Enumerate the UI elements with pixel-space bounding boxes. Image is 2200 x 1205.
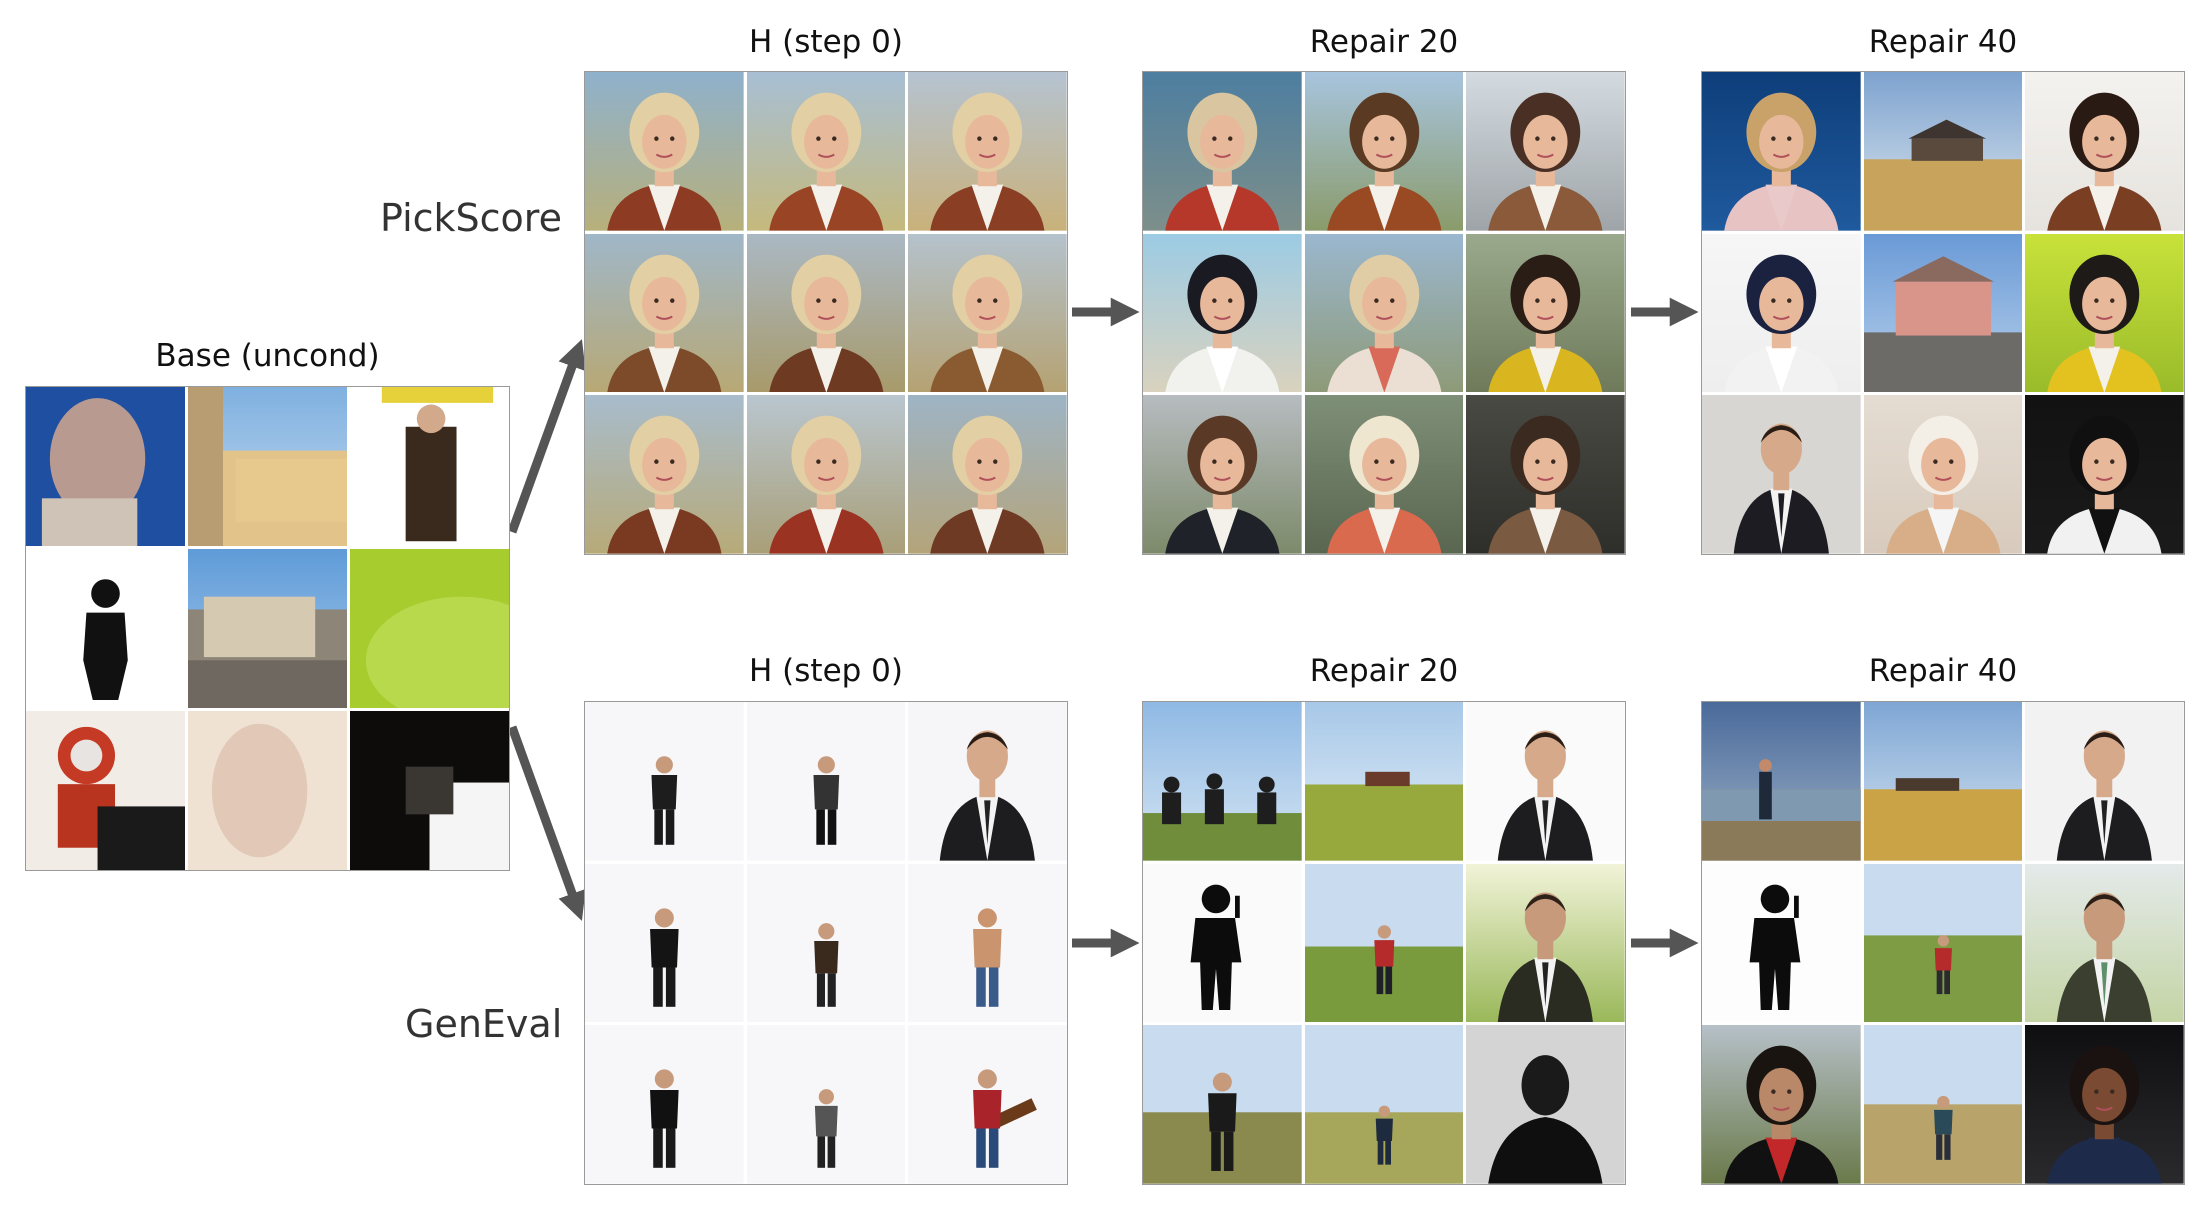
pickscore-h-step0-thumbnail-7 bbox=[585, 395, 744, 554]
base-uncond-thumbnail-7 bbox=[26, 711, 185, 870]
pickscore-h-title: H (step 0) bbox=[749, 24, 903, 60]
pickscore-repair20-thumbnail-2 bbox=[1304, 72, 1464, 231]
base-panel-title: Base (uncond) bbox=[155, 338, 380, 374]
base-uncond-thumbnail-5 bbox=[188, 549, 347, 708]
base-uncond-thumbnail-9 bbox=[350, 711, 509, 870]
pickscore-repair20-thumbnail-4 bbox=[1143, 233, 1302, 393]
pickscore-h-step0-thumbnail-5 bbox=[746, 233, 906, 393]
pickscore-repair40-thumbnail-6 bbox=[2025, 233, 2184, 393]
pickscore-repair40-thumbnail-3 bbox=[2025, 72, 2184, 231]
geneval-repair20-thumbnail-2 bbox=[1304, 702, 1464, 861]
pickscore-repair40-thumbnail-7 bbox=[1702, 395, 1861, 554]
arrow-base-to-geneval bbox=[507, 725, 586, 921]
pickscore-repair20-thumbnail-8 bbox=[1304, 395, 1464, 554]
geneval-repair20-title: Repair 20 bbox=[1309, 653, 1459, 689]
geneval-repair20-thumbnail-9 bbox=[1466, 1025, 1625, 1184]
geneval-h-step0-thumbnail-6 bbox=[908, 863, 1067, 1023]
geneval-repair40-thumbnail-6 bbox=[2025, 863, 2184, 1023]
geneval-h-step0-thumbnail-8 bbox=[746, 1025, 906, 1184]
pickscore-repair20-thumbnail-5 bbox=[1304, 233, 1464, 393]
pickscore-repair40-thumbnail-1 bbox=[1702, 72, 1861, 231]
geneval-repair40-thumbnail-1 bbox=[1702, 702, 1861, 861]
pickscore-repair40-thumbnail-8 bbox=[1863, 395, 2023, 554]
base-uncond-thumbnail-3 bbox=[350, 387, 509, 546]
base-uncond-thumbnail-6 bbox=[350, 549, 509, 708]
geneval-repair20-thumbnail-3 bbox=[1466, 702, 1625, 861]
pickscore-repair40-thumbnail-2 bbox=[1863, 72, 2023, 231]
geneval-h-step0-thumbnail-9 bbox=[908, 1025, 1067, 1184]
geneval-repair20-thumbnail-7 bbox=[1143, 1025, 1302, 1184]
pickscore-repair40-title: Repair 40 bbox=[1868, 24, 2018, 60]
geneval-h-step0-thumbnail-2 bbox=[746, 702, 906, 861]
geneval-repair40-thumbnail-5 bbox=[1863, 863, 2023, 1023]
pickscore-h-step0-thumbnail-9 bbox=[908, 395, 1067, 554]
pickscore-repair20-title: Repair 20 bbox=[1309, 24, 1459, 60]
pickscore-h-step0-grid bbox=[584, 71, 1068, 555]
geneval-repair40-title: Repair 40 bbox=[1868, 653, 2018, 689]
geneval-h-step0-grid bbox=[584, 701, 1068, 1185]
geneval-h-step0-thumbnail-7 bbox=[585, 1025, 744, 1184]
row-label-pickscore: PickScore bbox=[380, 196, 562, 240]
geneval-repair20-thumbnail-8 bbox=[1304, 1025, 1464, 1184]
pickscore-repair20-grid bbox=[1142, 71, 1626, 555]
pickscore-repair40-grid bbox=[1701, 71, 2185, 555]
pickscore-h-step0-thumbnail-4 bbox=[585, 233, 744, 393]
pickscore-h-step0-thumbnail-3 bbox=[908, 72, 1067, 231]
geneval-repair20-thumbnail-4 bbox=[1143, 863, 1302, 1023]
pickscore-h-step0-thumbnail-2 bbox=[746, 72, 906, 231]
pickscore-repair20-thumbnail-9 bbox=[1466, 395, 1625, 554]
pickscore-repair40-thumbnail-9 bbox=[2025, 395, 2184, 554]
base-uncond-grid bbox=[25, 386, 510, 871]
pickscore-repair40-thumbnail-4 bbox=[1702, 233, 1861, 393]
geneval-h-step0-thumbnail-1 bbox=[585, 702, 744, 861]
geneval-h-step0-thumbnail-4 bbox=[585, 863, 744, 1023]
pickscore-h-step0-thumbnail-6 bbox=[908, 233, 1067, 393]
geneval-repair40-thumbnail-8 bbox=[1863, 1025, 2023, 1184]
geneval-repair40-thumbnail-7 bbox=[1702, 1025, 1861, 1184]
geneval-h-step0-thumbnail-5 bbox=[746, 863, 906, 1023]
base-uncond-thumbnail-1 bbox=[26, 387, 185, 546]
pickscore-repair40-thumbnail-5 bbox=[1863, 233, 2023, 393]
geneval-repair40-thumbnail-4 bbox=[1702, 863, 1861, 1023]
geneval-repair40-thumbnail-2 bbox=[1863, 702, 2023, 861]
geneval-repair40-grid bbox=[1701, 701, 2185, 1185]
geneval-repair40-thumbnail-3 bbox=[2025, 702, 2184, 861]
pickscore-repair20-thumbnail-7 bbox=[1143, 395, 1302, 554]
row-label-geneval: GenEval bbox=[405, 1002, 563, 1046]
pickscore-h-step0-thumbnail-8 bbox=[746, 395, 906, 554]
geneval-repair20-grid bbox=[1142, 701, 1626, 1185]
pickscore-h-step0-thumbnail-1 bbox=[585, 72, 744, 231]
pickscore-repair20-thumbnail-1 bbox=[1143, 72, 1302, 231]
geneval-repair20-thumbnail-5 bbox=[1304, 863, 1464, 1023]
base-uncond-thumbnail-8 bbox=[188, 711, 347, 870]
geneval-repair40-thumbnail-9 bbox=[2025, 1025, 2184, 1184]
geneval-h-title: H (step 0) bbox=[749, 653, 903, 689]
pickscore-repair20-thumbnail-3 bbox=[1466, 72, 1625, 231]
base-uncond-thumbnail-2 bbox=[188, 387, 347, 546]
geneval-repair20-thumbnail-6 bbox=[1466, 863, 1625, 1023]
base-uncond-thumbnail-4 bbox=[26, 549, 185, 708]
geneval-h-step0-thumbnail-3 bbox=[908, 702, 1067, 861]
pickscore-repair20-thumbnail-6 bbox=[1466, 233, 1625, 393]
arrow-base-to-pickscore bbox=[507, 339, 586, 534]
geneval-repair20-thumbnail-1 bbox=[1143, 702, 1302, 861]
